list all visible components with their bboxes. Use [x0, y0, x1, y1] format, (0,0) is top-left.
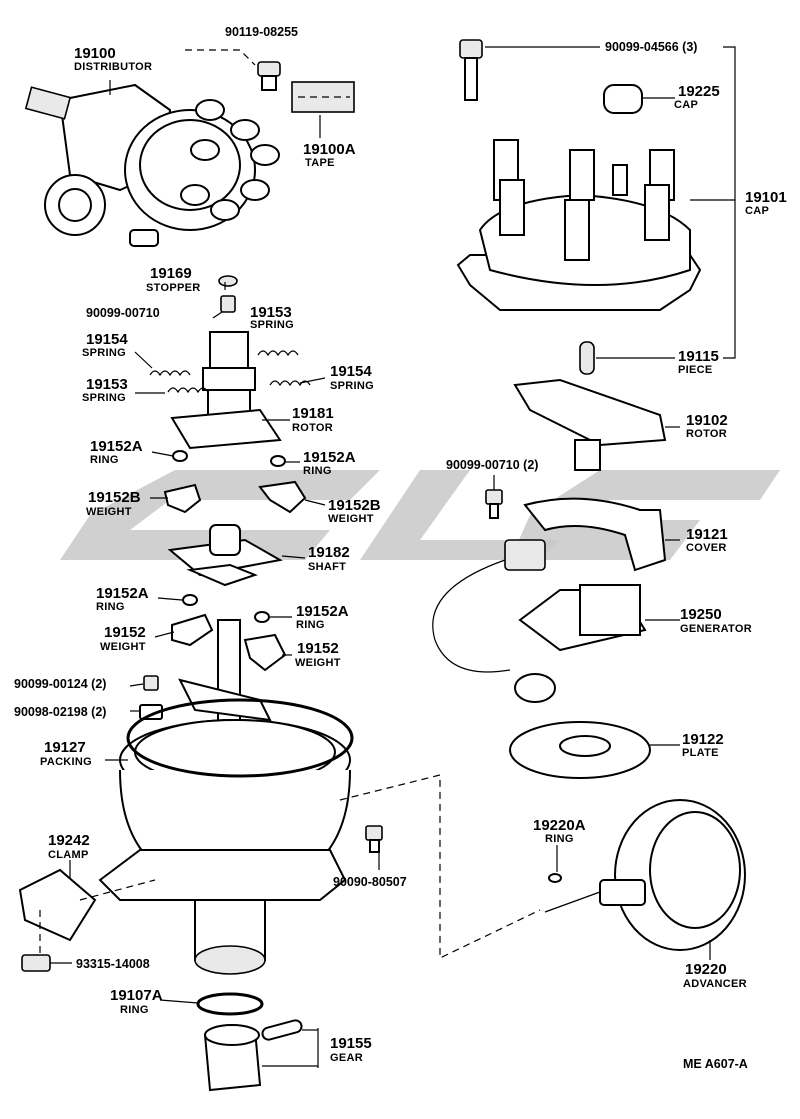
- part-number-90099-04566: 90099-04566 (3): [605, 40, 697, 54]
- part-number-90099-00710: 90099-00710: [86, 306, 160, 320]
- part-name-spring-19153-lower: SPRING: [82, 392, 126, 404]
- part-number-19181: 19181: [292, 405, 334, 422]
- part-number-19250: 19250: [680, 606, 722, 623]
- part-name-ring-1: RING: [90, 454, 119, 466]
- part-number-19152-left: 19152: [104, 624, 146, 641]
- part-number-19100: 19100: [74, 45, 116, 62]
- part-number-19122: 19122: [682, 731, 724, 748]
- figure-code: ME A607-A: [683, 1057, 748, 1071]
- part-number-19225: 19225: [678, 83, 720, 100]
- part-number-19121: 19121: [686, 526, 728, 543]
- part-name-generator: GENERATOR: [680, 623, 752, 635]
- governor-illustration: [149, 275, 311, 672]
- part-name-distributor: DISTRIBUTOR: [74, 61, 152, 73]
- part-number-19152A-2: 19152A: [303, 449, 356, 466]
- part-number-90098-02198: 90098-02198 (2): [14, 705, 106, 719]
- part-number-19152A-1: 19152A: [90, 438, 143, 455]
- part-name-clamp: CLAMP: [48, 849, 89, 861]
- part-number-19152B-left: 19152B: [88, 489, 141, 506]
- part-number-19115: 19115: [678, 348, 719, 365]
- bolt-90119-illustration: [257, 61, 281, 91]
- watermark: [60, 470, 780, 560]
- part-name-stopper: STOPPER: [146, 282, 200, 294]
- part-name-tape: TAPE: [305, 157, 335, 169]
- rotor-generator-illustration: [432, 378, 746, 951]
- part-number-19242: 19242: [48, 832, 90, 849]
- part-number-90090-80507: 90090-80507: [333, 875, 407, 889]
- part-name-ring-3: RING: [96, 601, 125, 613]
- part-number-19152A-3: 19152A: [96, 585, 149, 602]
- part-number-90119-08255: 90119-08255: [225, 25, 298, 39]
- part-number-19153-upper: 19153: [250, 304, 292, 321]
- part-number-19152B-right: 19152B: [328, 497, 381, 514]
- part-number-19152-right: 19152: [297, 640, 339, 657]
- part-name-plate: PLATE: [682, 747, 719, 759]
- labels: 19100 DISTRIBUTOR 90119-08255 19100A TAP…: [14, 25, 787, 1071]
- part-number-93315-14008: 93315-14008: [76, 957, 150, 971]
- part-number-19154-right: 19154: [330, 363, 372, 380]
- part-name-weight-19152B-right: WEIGHT: [328, 513, 374, 525]
- part-number-90099-00710-2: 90099-00710 (2): [446, 458, 538, 472]
- part-number-19220A: 19220A: [533, 817, 586, 834]
- part-name-weight-19152-right: WEIGHT: [295, 657, 341, 669]
- part-number-19153-lower: 19153: [86, 376, 128, 393]
- part-name-weight-19152B-left: WEIGHT: [86, 506, 132, 518]
- part-name-rotor-19102: ROTOR: [686, 428, 727, 440]
- part-number-19155: 19155: [330, 1035, 372, 1052]
- part-name-gear: GEAR: [330, 1052, 363, 1064]
- distributor-illustration: [24, 83, 280, 247]
- part-number-19154-left: 19154: [86, 331, 128, 348]
- part-name-cap-19101: CAP: [745, 205, 769, 217]
- part-number-19152A-4: 19152A: [296, 603, 349, 620]
- part-name-packing: PACKING: [40, 756, 92, 768]
- cap-illustration: [456, 39, 702, 375]
- housing-illustration: [18, 619, 383, 1092]
- part-number-19101: 19101: [745, 189, 787, 206]
- part-number-19220: 19220: [685, 961, 727, 978]
- part-name-weight-19152-left: WEIGHT: [100, 641, 146, 653]
- part-name-spring-19154-left: SPRING: [82, 347, 126, 359]
- part-number-19100A: 19100A: [303, 141, 356, 158]
- part-number-19182: 19182: [308, 544, 350, 561]
- part-name-cover: COVER: [686, 542, 727, 554]
- part-name-ring-19220A: RING: [545, 833, 574, 845]
- part-number-19169: 19169: [150, 265, 192, 282]
- part-number-90099-00124: 90099-00124 (2): [14, 677, 106, 691]
- part-name-shaft: SHAFT: [308, 561, 346, 573]
- part-name-cap-19225: CAP: [674, 99, 698, 111]
- tape-illustration: [291, 81, 355, 113]
- part-number-19107A: 19107A: [110, 987, 163, 1004]
- part-name-rotor-19181: ROTOR: [292, 422, 333, 434]
- part-name-spring-19153-upper: SPRING: [250, 319, 294, 331]
- part-number-19102: 19102: [686, 412, 728, 429]
- part-name-ring-19107A: RING: [120, 1004, 149, 1016]
- part-name-piece: PIECE: [678, 364, 713, 376]
- part-name-advancer: ADVANCER: [683, 978, 747, 990]
- part-number-19127: 19127: [44, 739, 86, 756]
- part-name-ring-2: RING: [303, 465, 332, 477]
- part-name-spring-19154-right: SPRING: [330, 380, 374, 392]
- part-name-ring-4: RING: [296, 619, 325, 631]
